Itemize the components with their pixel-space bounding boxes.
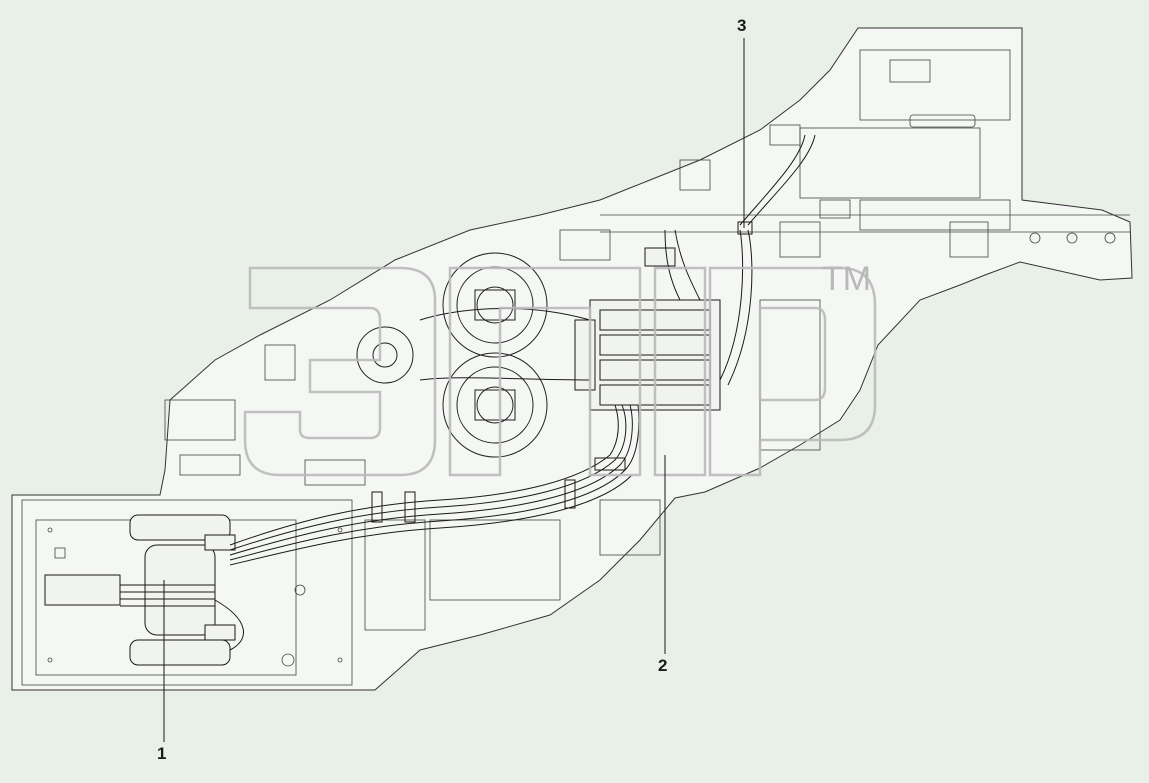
frame-upper-plates [600, 49, 1130, 258]
callout-1: 1 [157, 744, 167, 763]
mid-structures [164, 229, 821, 631]
leader-lines [163, 38, 745, 742]
callout-3: 3 [737, 16, 747, 35]
hose-bundle [120, 134, 816, 651]
callout-2: 2 [658, 656, 668, 675]
pilot-joysticks [44, 514, 236, 666]
trademark-mark: TM [822, 260, 871, 298]
watermark-logo [243, 266, 877, 477]
